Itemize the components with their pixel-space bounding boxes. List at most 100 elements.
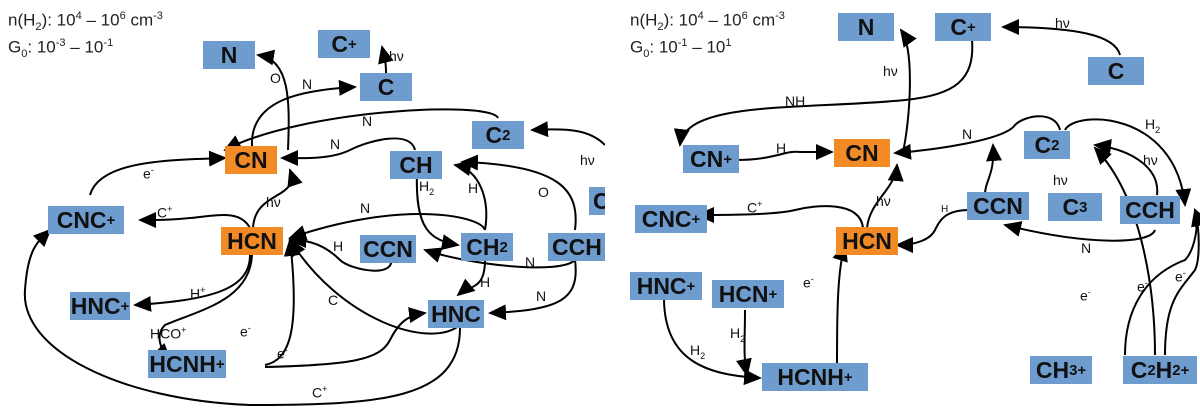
edge-label: C: [328, 292, 339, 308]
species-n[interactable]: N: [203, 41, 255, 69]
density-condition: n(H2): 104 – 106 cm-3: [8, 10, 163, 34]
edge-label: e-: [1175, 268, 1186, 285]
density-condition: n(H2): 104 – 106 cm-3: [630, 10, 785, 34]
species-ccn[interactable]: CCN: [967, 192, 1029, 220]
species-cnc-plus[interactable]: CNC+: [48, 206, 124, 234]
edge-label: H: [468, 180, 479, 196]
edge-label: C+: [157, 204, 173, 221]
species-c-partial[interactable]: C: [589, 187, 605, 215]
edges-right: [663, 19, 1200, 386]
species-hnc-plus[interactable]: HNC+: [70, 292, 130, 320]
edge-label: N: [360, 200, 371, 216]
edge-ch3p-cch: [1124, 208, 1200, 356]
edge-label: e-: [803, 274, 814, 291]
edge-label: H: [776, 140, 787, 156]
edge-ch2-hnc: [456, 259, 486, 297]
edge-cch-ch: [460, 154, 577, 231]
edge-label: C+: [312, 384, 328, 401]
edge-label: N: [962, 126, 973, 142]
edge-c-cp: [378, 45, 394, 74]
edge-label: hν: [580, 152, 595, 168]
species-hnc[interactable]: HNC: [428, 300, 484, 328]
species-hcnh-plus[interactable]: HCNH+: [762, 363, 868, 391]
edge-c2-cch: [1064, 118, 1192, 207]
edge-label: H: [333, 238, 344, 254]
edge-label: hν: [389, 48, 404, 64]
edge-cn-n: [256, 49, 290, 151]
edge-label: N: [362, 113, 373, 129]
edge-x-c2: [530, 121, 605, 146]
edge-hcnp-hcnhp: [736, 309, 752, 377]
species-c-plus[interactable]: C+: [935, 13, 991, 41]
edge-hcnhp-hcn: [264, 238, 300, 366]
edge-hcn-cnc: [138, 211, 251, 229]
edge-cch-hnc: [488, 259, 577, 321]
edge-hcn-cn: [252, 168, 303, 229]
species-ch[interactable]: CH: [390, 151, 442, 179]
species-cn-plus[interactable]: CN+: [683, 145, 739, 173]
edge-label: N: [536, 288, 547, 304]
edge-ch2-hcn: [288, 213, 486, 241]
edge-hcnhp-hcn: [832, 243, 848, 366]
edge-hcnhp-hnc: [264, 307, 427, 368]
species-cn[interactable]: CN: [225, 146, 277, 174]
panel-low-radiation: n(H2): 104 – 106 cm-3 G0: 10-3 – 10-1 N …: [8, 10, 605, 407]
edge-label: HCO+: [150, 325, 187, 342]
edge-label: H2: [690, 342, 706, 361]
edge-cnp-cn: [734, 144, 834, 161]
species-hnc-plus[interactable]: HNC+: [630, 272, 702, 300]
edge-label: O: [270, 70, 281, 86]
edge-label: N: [330, 136, 341, 152]
edge-hcn-cncp: [696, 205, 864, 229]
edge-label: H+: [190, 285, 206, 302]
edge-c2-cn: [893, 115, 1061, 160]
edge-cn-n: [899, 28, 917, 153]
edge-label: NH: [785, 93, 806, 109]
species-c[interactable]: C: [1088, 57, 1144, 85]
species-cn[interactable]: CN: [834, 139, 890, 167]
edge-label: N: [1081, 240, 1092, 256]
species-n[interactable]: N: [838, 13, 894, 41]
species-cch[interactable]: CCH: [1120, 196, 1180, 224]
edge-label: H2: [419, 178, 435, 197]
edge-cnc-cn: [89, 150, 227, 196]
edge-label: hν: [266, 194, 281, 210]
species-ccn[interactable]: CCN: [360, 235, 416, 263]
edge-label: hν: [1055, 15, 1070, 31]
edge-label: e-: [143, 165, 154, 182]
species-c[interactable]: C: [360, 73, 412, 101]
species-cch[interactable]: CCH: [548, 233, 605, 261]
edge-hnc-cncp: [23, 228, 461, 407]
edge-c2h2p-c2: [1093, 146, 1156, 356]
edge-ch-ch2: [415, 171, 460, 251]
edge-hcn-cn: [866, 163, 904, 229]
radiation-condition: G0: 10-1 – 101: [630, 37, 732, 61]
edge-hcn-hncp: [133, 254, 251, 312]
radiation-condition: G0: 10-3 – 10-1: [8, 37, 114, 61]
edge-hcn-hcnhp: [153, 254, 253, 362]
edge-label: hν: [876, 193, 891, 209]
edge-label: e-: [1080, 287, 1091, 304]
edge-c3-c2: [984, 143, 1003, 196]
edge-c-cp: [1001, 19, 1121, 56]
species-c-plus[interactable]: C+: [318, 30, 370, 58]
species-hcn[interactable]: HCN: [836, 227, 898, 255]
species-hcnh-plus[interactable]: HCNH+: [148, 350, 226, 378]
edge-ccn-hcn: [895, 209, 971, 253]
edge-label: N: [525, 254, 536, 270]
species-hcn[interactable]: HCN: [221, 227, 283, 255]
edge-label: H2: [730, 325, 746, 344]
edge-cch-ccn: [423, 247, 576, 269]
edge-c2-cn: [223, 108, 499, 151]
edge-label: N: [302, 76, 313, 92]
species-hcn-plus[interactable]: HCN+: [712, 280, 784, 308]
edge-ch-cn: [280, 137, 416, 167]
species-cnc-plus[interactable]: CNC+: [635, 205, 707, 233]
edge-label: hν: [883, 63, 898, 79]
